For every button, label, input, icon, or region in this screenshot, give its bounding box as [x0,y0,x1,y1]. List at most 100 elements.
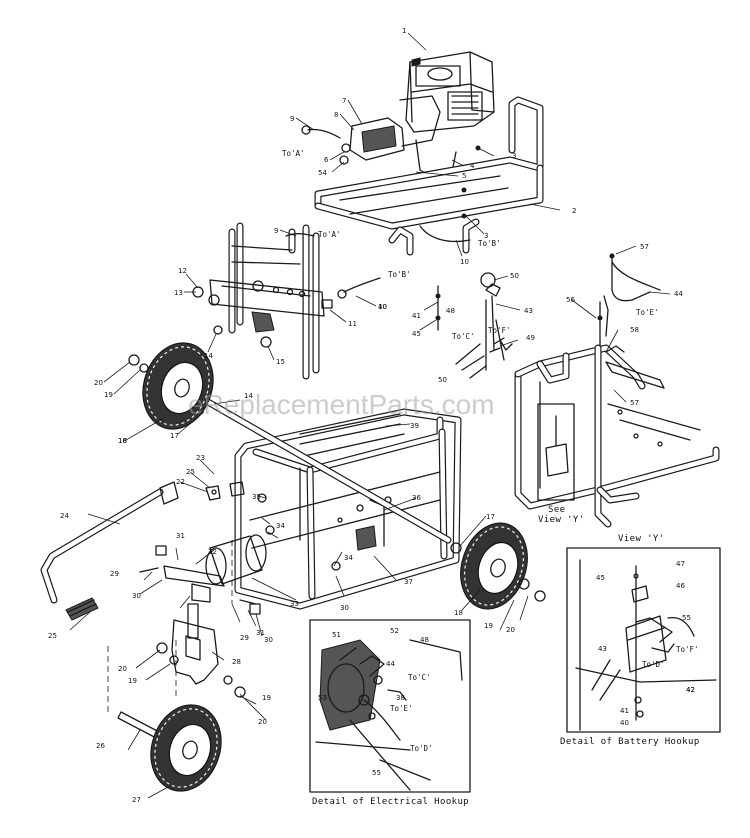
callout-37: 37 [404,578,413,586]
callout-19: 19 [104,391,113,399]
callout-58: 58 [630,326,639,334]
callout-7: 7 [342,97,346,105]
callout-50: 50 [438,376,447,384]
callout-45: 45 [596,574,605,582]
connector-label: To'C' [408,673,431,682]
callout-30: 30 [340,604,349,612]
base-frame [314,96,544,256]
callout-30: 30 [132,592,141,600]
callout-1: 1 [402,27,406,35]
callout-12: 12 [178,267,187,275]
callout-17: 17 [486,513,495,521]
callout-3: 3 [484,232,488,240]
callout-54: 54 [318,169,327,177]
connector-labels: To'A' To'A' To'B' To'B' To'E' To'C' To'F… [282,149,699,753]
callout-52: 52 [390,627,399,635]
callout-23: 23 [196,454,205,462]
callout-30: 30 [264,636,273,644]
cylinder-part [205,534,267,585]
callout-8: 8 [334,111,338,119]
callout-16: 16 [118,437,127,445]
callout-14: 14 [244,392,253,400]
callout-55: 55 [372,769,381,777]
callout-25: 25 [48,632,57,640]
callout-22: 22 [176,478,185,486]
callout-44: 44 [674,290,683,298]
callout-41: 41 [412,312,421,320]
callout-42: 42 [686,686,695,694]
callout-2: 2 [572,207,576,215]
callout-51: 51 [332,631,341,639]
callout-5: 5 [462,172,466,180]
callout-25: 25 [186,468,195,476]
callout-36: 36 [412,494,421,502]
callout-55: 55 [682,614,691,622]
control-panel-frame [192,222,381,380]
callout-3: 3 [512,152,516,160]
callout-49: 49 [526,334,535,342]
callout-labels: 1 2 3 3 4 5 6 7 8 9 9 10 10 11 12 13 14 … [48,27,695,804]
see-view-label: See [548,505,565,515]
connector-label: To'E' [636,308,659,317]
see-view-label-2: View 'Y' [538,515,585,525]
leader-lines [69,32,671,799]
callout-57: 57 [640,243,649,251]
callout-20: 20 [118,665,127,673]
callout-38: 38 [396,694,405,702]
connector-label: To'C' [452,332,475,341]
callout-44: 44 [386,660,395,668]
connector-label: To'D' [642,660,665,669]
callout-20: 20 [258,718,267,726]
electrical-hookup-caption: Detail of Electrical Hookup [312,797,469,807]
callout-42: 42 [686,686,695,694]
callout-40: 40 [378,303,387,311]
callout-19: 19 [484,622,493,630]
callout-14: 14 [204,352,213,360]
battery-hookup-detail [566,547,721,733]
callout-53: 53 [318,694,327,702]
view-labels: See View 'Y' View 'Y' Detail of Battery … [312,505,700,807]
callout-29: 29 [240,634,249,642]
wheel-right [450,522,546,610]
engine-assembly [301,51,495,177]
callout-27: 27 [132,796,141,804]
callout-32: 32 [208,548,217,556]
callout-26: 26 [96,742,105,750]
battery-hookup-caption: Detail of Battery Hookup [560,737,700,747]
callout-11: 11 [348,320,357,328]
callout-43: 43 [598,645,607,653]
connector-label: To'F' [676,645,699,654]
callout-4: 4 [470,162,475,170]
callout-19: 19 [262,694,271,702]
connector-label: To'F' [488,326,511,335]
callout-19: 19 [128,677,137,685]
connector-label: To'A' [282,149,305,158]
view-y-title: View 'Y' [618,534,665,544]
callout-10: 10 [460,258,469,266]
main-cart-frame [204,398,462,610]
callout-40: 40 [620,719,629,727]
connector-label: To'D' [410,744,433,753]
callout-9: 9 [274,227,278,235]
wheel-bottom [150,704,222,792]
callout-48: 48 [446,307,455,315]
callout-18: 18 [118,437,127,445]
connector-label: To'B' [478,239,501,248]
callout-13: 13 [174,289,183,297]
callout-39: 39 [410,422,419,430]
callout-29: 29 [110,570,119,578]
callout-50: 50 [510,272,519,280]
callout-35: 35 [252,493,261,501]
callout-18: 18 [454,609,463,617]
view-y-frame [514,295,720,528]
callout-46: 46 [676,582,685,590]
callout-17: 17 [170,432,179,440]
callout-20: 20 [506,626,515,634]
callout-9: 9 [290,115,294,123]
callout-43: 43 [524,307,533,315]
callout-56: 56 [566,296,575,304]
callout-47: 47 [676,560,685,568]
callout-45: 45 [412,330,421,338]
electrical-hookup-detail [309,619,471,793]
